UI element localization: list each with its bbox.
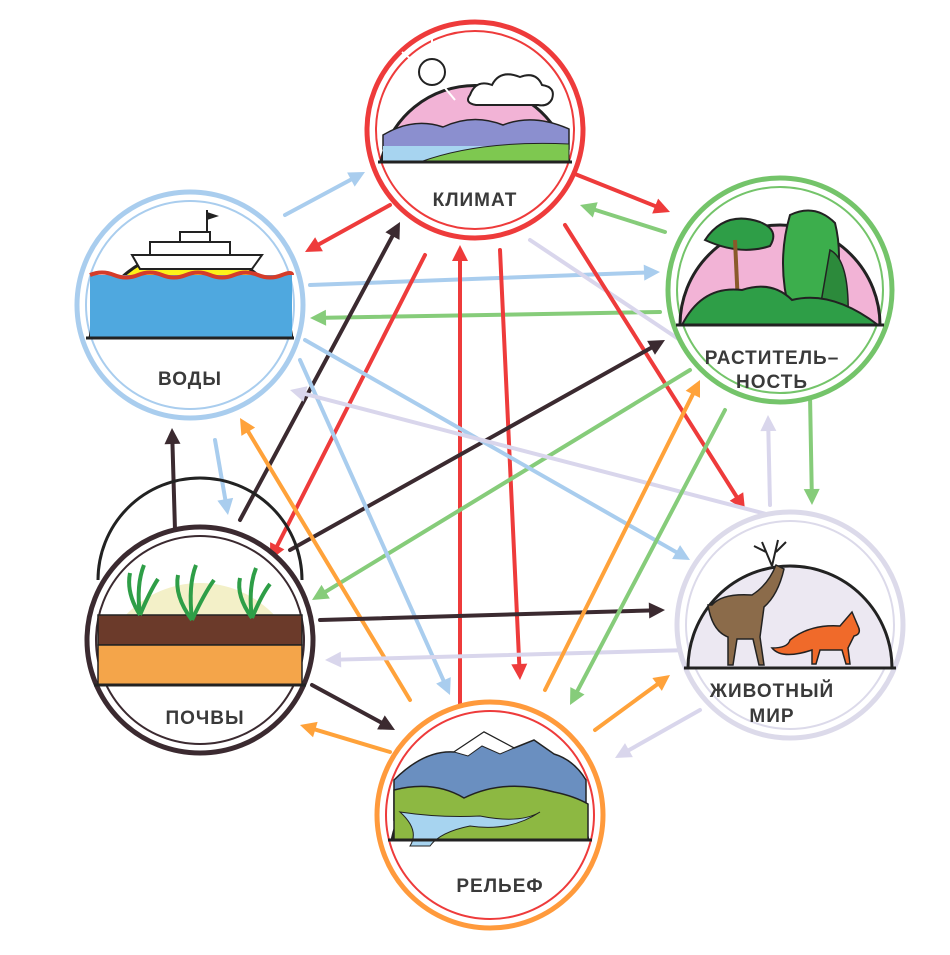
- arrow-soils-vegetation: [288, 340, 665, 552]
- arrow-water-animals: [303, 338, 690, 560]
- arrow-animals-water: [290, 386, 772, 517]
- arrow-climate-vegetation: [568, 170, 670, 214]
- node-water: ВОДЫ: [74, 189, 306, 421]
- animals-illustration: [684, 539, 896, 670]
- arrow-vegetation-relief: [570, 408, 727, 705]
- arrow-water-climate: [283, 172, 365, 217]
- arrow-vegetation-climate: [580, 202, 667, 234]
- node-climate: КЛИМАТ: [364, 19, 586, 241]
- water-illustration: [86, 210, 294, 340]
- arrow-climate-water: [305, 203, 392, 252]
- vegetation-label-line2: НОСТЬ: [736, 372, 808, 393]
- arrow-soils-climate: [238, 222, 400, 522]
- arrow-relief-vegetation: [543, 380, 700, 692]
- ship-icon: [130, 210, 264, 270]
- climate-illustration: [378, 38, 572, 164]
- arrow-water-relief: [298, 358, 451, 695]
- deer-icon: [707, 539, 787, 666]
- arrow-relief-soils: [300, 721, 392, 754]
- arrow-vegetation-animals: [803, 393, 820, 505]
- relief-illustration: [388, 731, 592, 847]
- relief-label: РЕЛЬЕФ: [456, 876, 543, 897]
- animals-label-line1: ЖИВОТНЫЙ: [709, 680, 834, 702]
- arrow-relief-water: [240, 418, 412, 702]
- water-label: ВОДЫ: [158, 369, 222, 390]
- climate-label: КЛИМАТ: [433, 190, 518, 211]
- soils-label: ПОЧВЫ: [165, 708, 244, 729]
- arrow-soils-animals: [318, 602, 665, 622]
- arrow-animals-vegetation: [760, 415, 777, 507]
- arrow-animals-soils: [325, 648, 692, 668]
- node-animals: ЖИВОТНЫЙ МИР: [674, 509, 906, 741]
- arrow-water-vegetation: [308, 264, 660, 287]
- vegetation-label-line1: РАСТИТЕЛЬ–: [705, 348, 840, 369]
- arrow-water-soils: [213, 438, 234, 515]
- arrow-animals-relief: [615, 708, 702, 758]
- arrow-vegetation-water: [310, 309, 662, 326]
- animals-label-line2: МИР: [749, 706, 794, 727]
- arrow-vegetation-soils: [312, 368, 692, 600]
- soils-illustration: [94, 476, 306, 687]
- vegetation-illustration: [676, 209, 884, 327]
- node-soils: ПОЧВЫ: [84, 476, 316, 756]
- fox-icon: [770, 610, 861, 665]
- arrow-soils-water: [164, 428, 181, 532]
- arrow-relief-animals: [593, 675, 670, 732]
- node-vegetation: РАСТИТЕЛЬ– НОСТЬ: [665, 175, 895, 405]
- node-relief: РЕЛЬЕФ: [374, 699, 606, 931]
- arrow-soils-relief: [310, 683, 395, 730]
